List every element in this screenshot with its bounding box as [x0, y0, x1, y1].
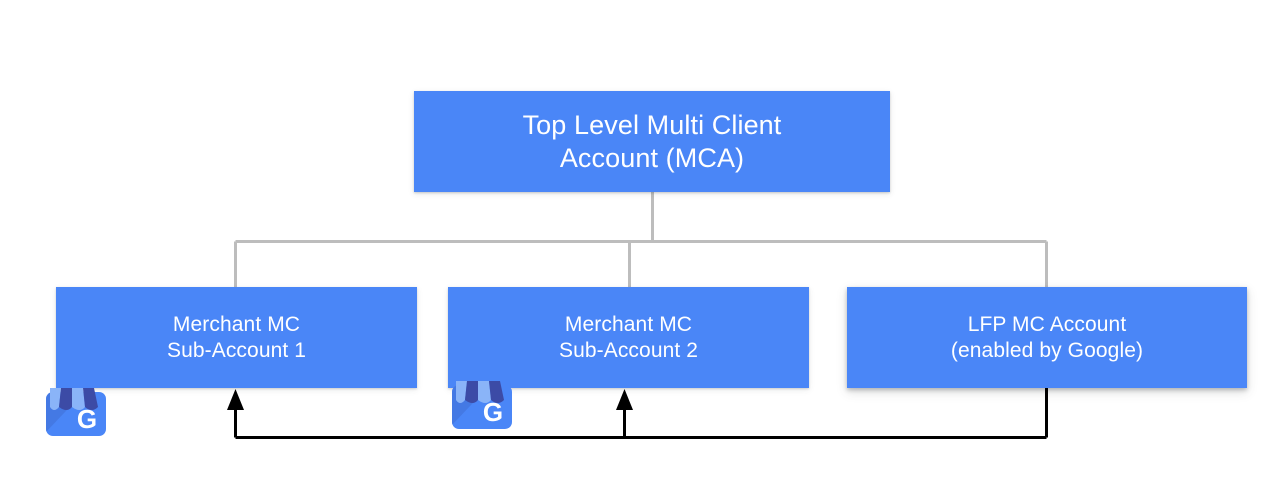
node-lfp-mc-account-label: LFP MC Account (enabled by Google): [950, 312, 1144, 362]
google-business-profile-icon: G: [46, 388, 106, 436]
google-g-glyph: G: [483, 397, 503, 427]
google-business-profile-icon: G: [452, 381, 512, 429]
arrowhead-into-merchant-2: [616, 389, 633, 410]
awning-stripes: [456, 381, 504, 403]
node-merchant-sub-account-2-label: Merchant MC Sub-Account 2: [558, 312, 699, 362]
arrowhead-into-merchant-1: [227, 389, 244, 410]
svg-text:G: G: [77, 404, 97, 434]
node-lfp-mc-account[interactable]: LFP MC Account (enabled by Google): [847, 287, 1247, 388]
node-merchant-sub-account-1-label: Merchant MC Sub-Account 1: [166, 312, 307, 362]
node-top-level-mca[interactable]: Top Level Multi Client Account (MCA): [414, 91, 890, 192]
node-merchant-sub-account-1[interactable]: Merchant MC Sub-Account 1: [56, 287, 417, 388]
google-g-glyph: G: [77, 404, 97, 434]
node-top-level-mca-label: Top Level Multi Client Account (MCA): [522, 109, 782, 173]
svg-text:G: G: [483, 397, 503, 427]
awning-stripes: [50, 388, 98, 410]
node-merchant-sub-account-2[interactable]: Merchant MC Sub-Account 2: [448, 287, 809, 388]
